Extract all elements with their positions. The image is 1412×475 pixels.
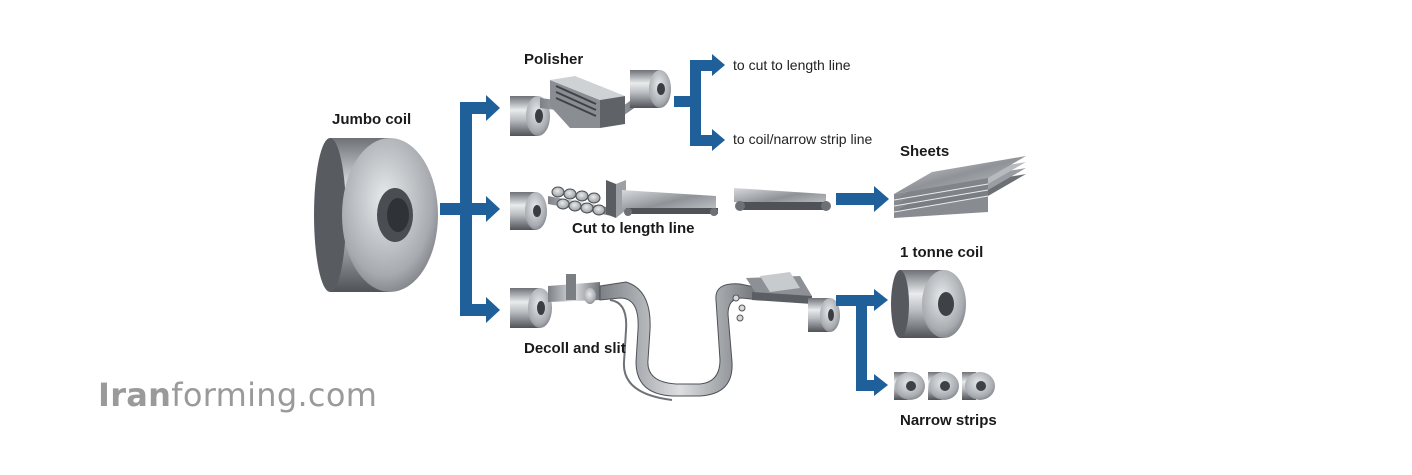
label-narrow-strips: Narrow strips [900, 412, 997, 429]
label-to-cut-to-length-line: to cut to length line [733, 57, 851, 73]
label-polisher: Polisher [524, 51, 584, 68]
label-decoil-and-slit: Decoll and slit [524, 340, 626, 357]
label-one-tonne-coil: 1 tonne coil [900, 244, 984, 261]
decoil-branch-arrows [836, 289, 888, 396]
cut-to-length-output-arrow [836, 186, 889, 212]
label-jumbo-coil: Jumbo coil [332, 111, 412, 128]
label-to-coil-narrow-strip-line: to coil/narrow strip line [733, 131, 873, 147]
watermark-bold: Iran [98, 376, 172, 414]
sheets-stack [893, 156, 1026, 218]
polisher-machine [510, 70, 671, 136]
watermark: Iranforming.com [98, 376, 377, 414]
main-branch-arrows [440, 95, 500, 323]
cut-to-length-machine [510, 180, 831, 230]
watermark-rest: forming.com [171, 376, 378, 414]
one-tonne-coil [891, 270, 966, 338]
label-cut-to-length-line: Cut to length line [572, 220, 695, 237]
polisher-branch-arrows [674, 54, 725, 151]
label-sheets: Sheets [900, 143, 950, 160]
narrow-strips-coils [894, 372, 995, 400]
decoil-slit-machine [510, 272, 840, 401]
jumbo-coil [314, 138, 438, 292]
